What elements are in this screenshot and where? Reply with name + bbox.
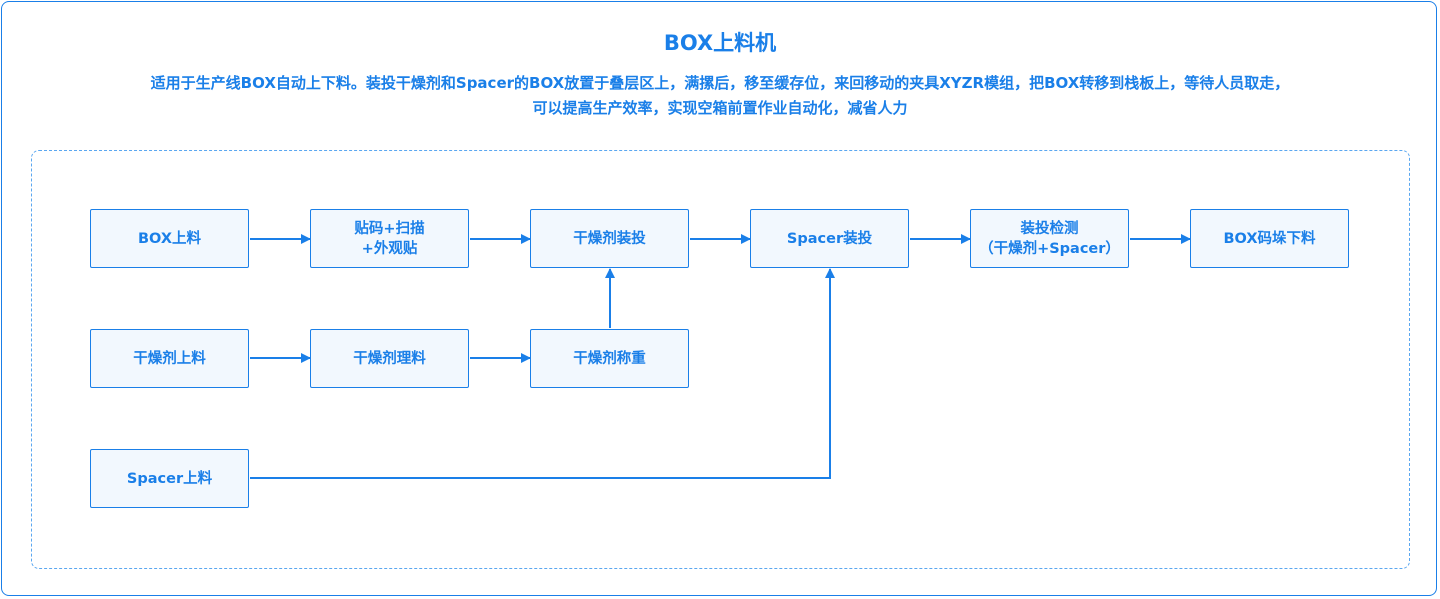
node-inspection[interactable]: 装投检测 （干燥剂+Spacer） [970, 209, 1129, 268]
description-text: 适用于生产线BOX自动上下料。装投干燥剂和Spacer的BOX放置于叠层区上，满… [150, 74, 1290, 117]
flow-area-frame [31, 150, 1410, 569]
node-desiccant-load[interactable]: 干燥剂上料 [90, 329, 249, 388]
page-description: 适用于生产线BOX自动上下料。装投干燥剂和Spacer的BOX放置于叠层区上，满… [30, 71, 1410, 121]
node-desiccant-sort[interactable]: 干燥剂理料 [310, 329, 469, 388]
node-spacer-insert[interactable]: Spacer装投 [750, 209, 909, 268]
node-box-stack-unload[interactable]: BOX码垛下料 [1190, 209, 1349, 268]
node-desiccant-insert[interactable]: 干燥剂装投 [530, 209, 689, 268]
node-label-scan[interactable]: 贴码+扫描 +外观贴 [310, 209, 469, 268]
page-title: BOX上料机 [663, 31, 777, 55]
node-box-load[interactable]: BOX上料 [90, 209, 249, 268]
node-spacer-load[interactable]: Spacer上料 [90, 449, 249, 508]
node-desiccant-weigh[interactable]: 干燥剂称重 [530, 329, 689, 388]
